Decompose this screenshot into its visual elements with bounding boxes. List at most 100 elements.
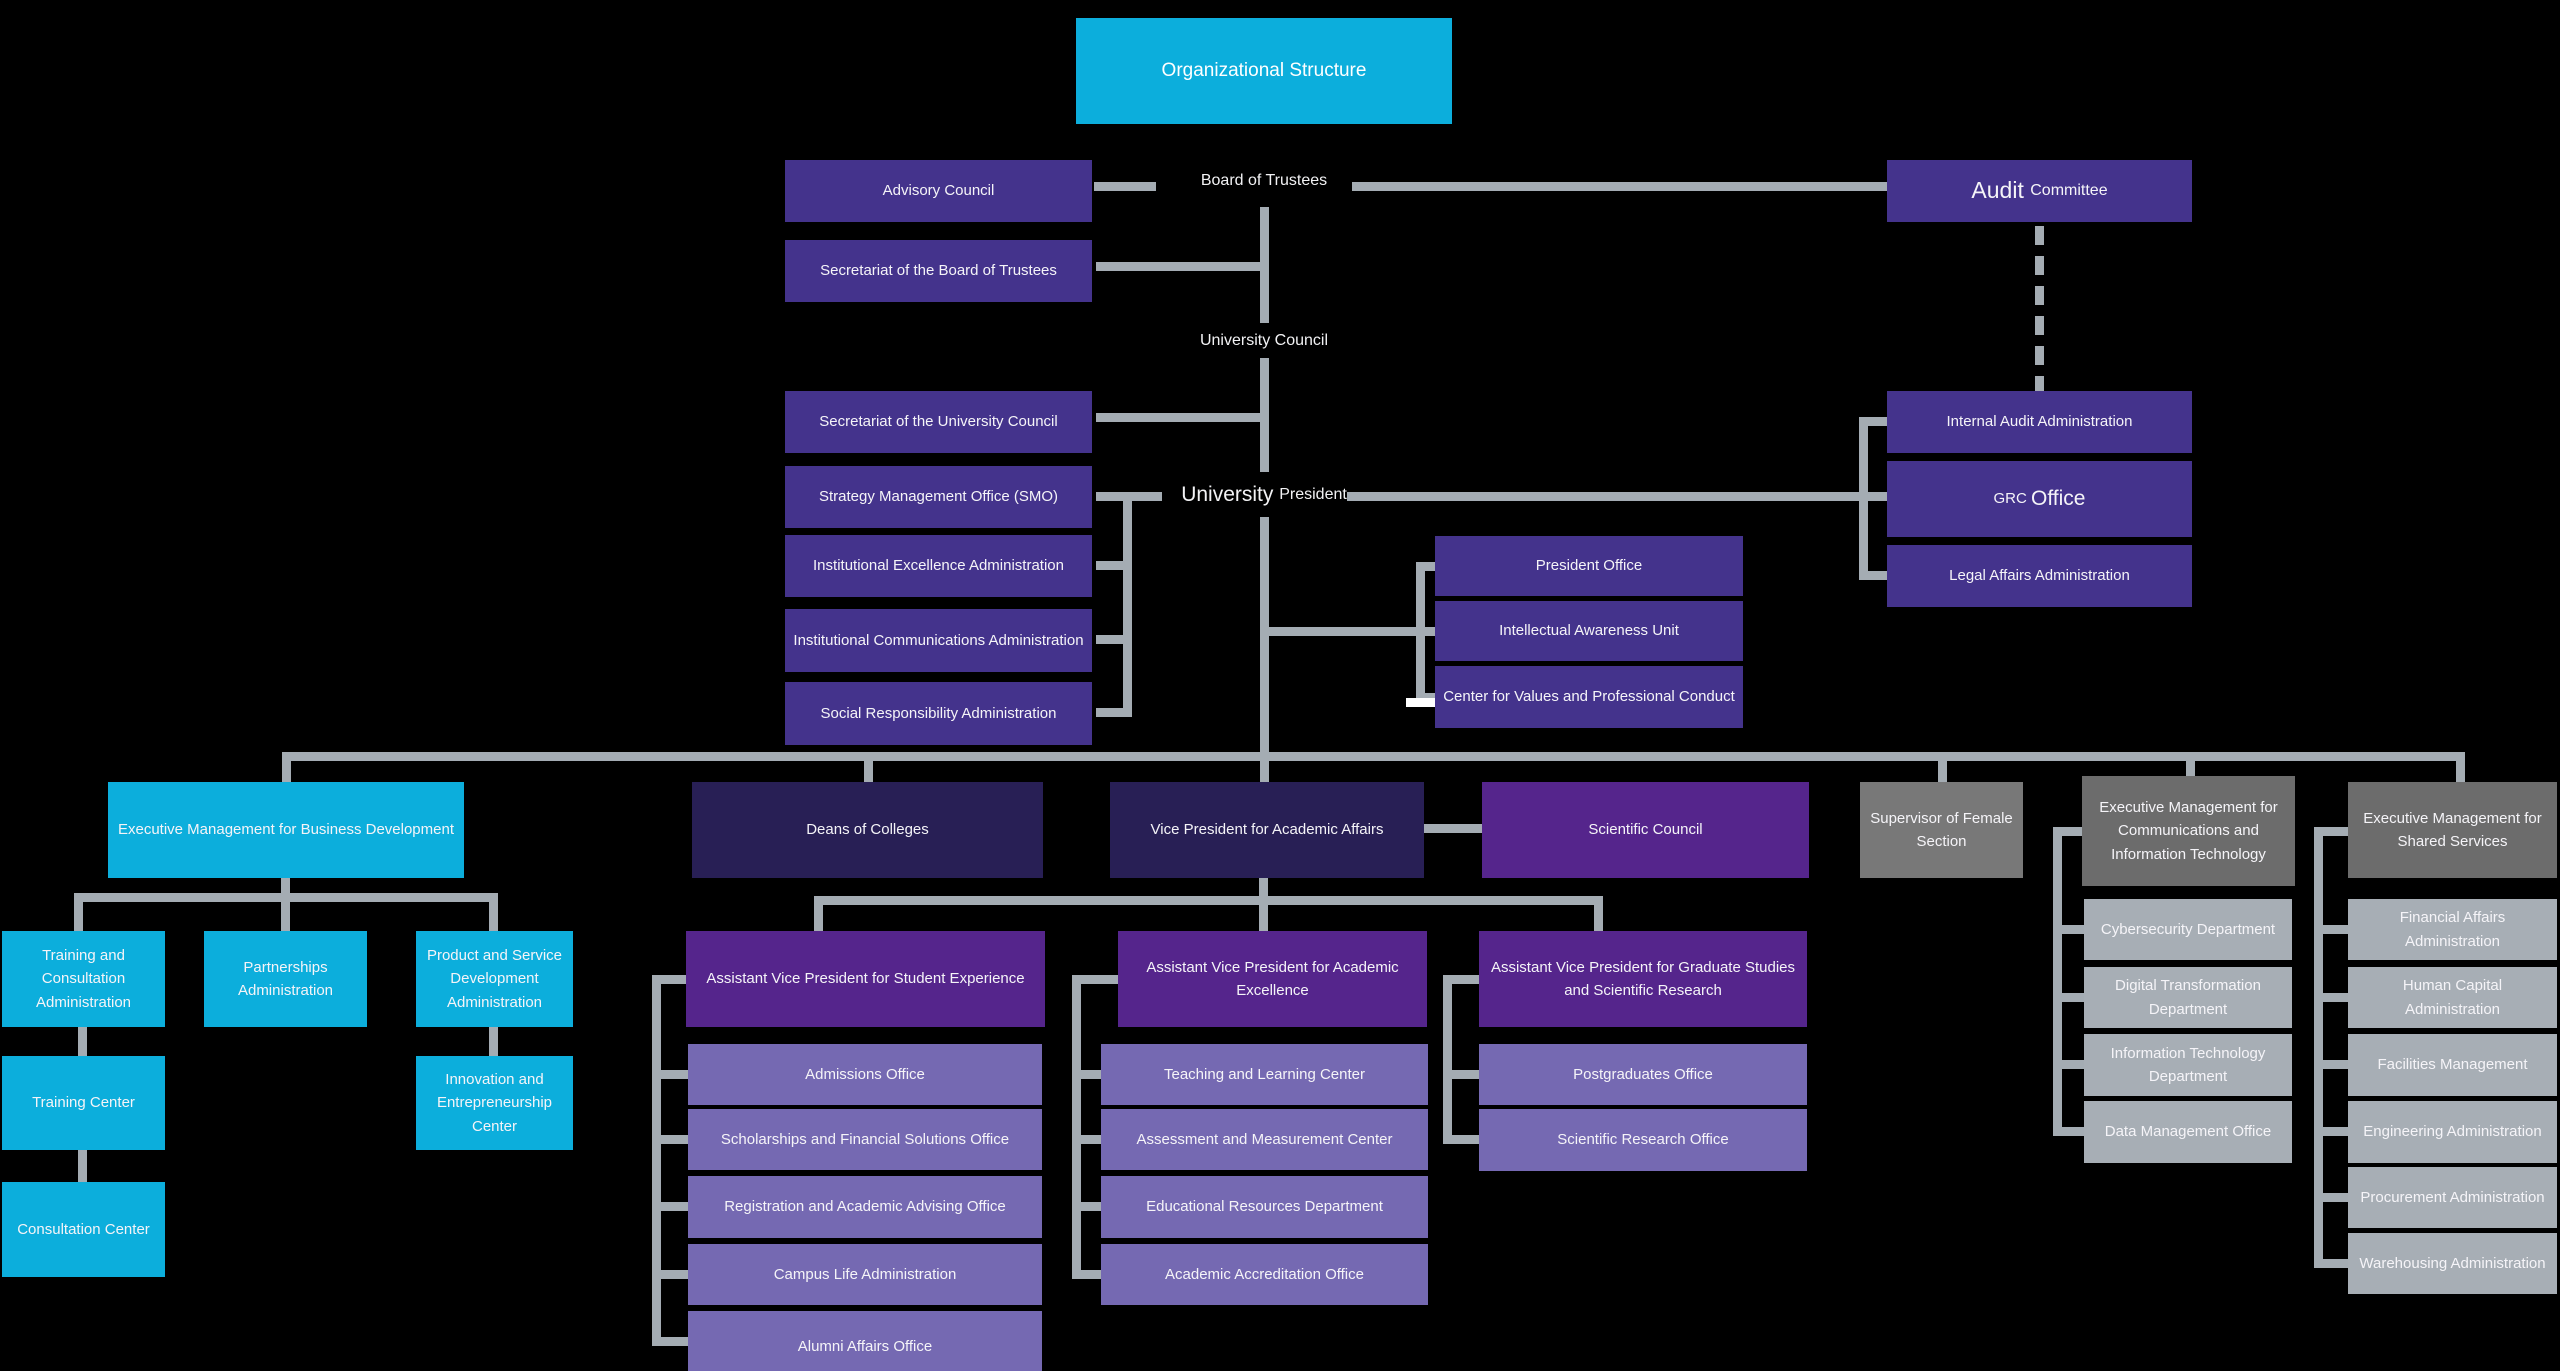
connector-line [281,878,290,931]
connector-line [2314,827,2348,836]
university-president-label-part: University [1181,483,1280,506]
connector-line [1096,708,1132,717]
connector-line [78,1027,87,1056]
university-president-label: University President [1094,478,1434,512]
training-center: Training Center [2,1056,165,1150]
academic-accreditation-office: Academic Accreditation Office [1101,1244,1428,1305]
innovation-entrepreneurship-center: Innovation and Entrepreneurship Center [416,1056,573,1150]
connector-line [1094,182,1156,191]
assessment-measurement-center: Assessment and Measurement Center [1101,1109,1428,1170]
connector-line [1072,1270,1101,1279]
educational-resources-department: Educational Resources Department [1101,1176,1428,1238]
avp-student-experience: Assistant Vice President for Student Exp… [686,931,1045,1027]
executive-management-business-development: Executive Management for Business Develo… [108,782,464,878]
training-consultation-administration: Training and Consultation Administration [2,931,165,1027]
connector-line [1259,878,1268,931]
digital-transformation-department: Digital Transformation Department [2084,967,2292,1028]
center-values-professional-conduct: Center for Values and Professional Condu… [1435,666,1743,728]
university-president-label-part: President [1279,486,1347,503]
connector-line [2314,1259,2348,1268]
connector-line [282,752,2465,761]
connector-line [1859,492,1887,501]
page-title: Organizational Structure [1076,18,1452,124]
connector-line [74,893,83,931]
financial-affairs-administration: Financial Affairs Administration [2348,899,2557,960]
connector-line [814,896,823,931]
connector-line [1594,896,1603,931]
legal-affairs-administration: Legal Affairs Administration [1887,545,2192,607]
connector-line [1347,492,1868,501]
connector-line [2053,827,2082,836]
data-management-office: Data Management Office [2084,1101,2292,1163]
admissions-office: Admissions Office [688,1044,1042,1105]
connector-line [652,1337,688,1346]
deans-of-colleges: Deans of Colleges [692,782,1043,878]
connector-line [2314,925,2348,934]
scientific-research-office: Scientific Research Office [1479,1109,1807,1171]
audit-committee: Audit Committee [1887,160,2192,222]
internal-audit-administration: Internal Audit Administration [1887,391,2192,453]
postgraduates-office: Postgraduates Office [1479,1044,1807,1105]
connector-line [2314,993,2348,1002]
connector-line [2053,827,2062,1136]
connector-line [1072,975,1118,984]
connector-line [1859,571,1887,580]
connector-line [1123,492,1132,717]
connector-line [1260,358,1269,472]
social-responsibility-administration: Social Responsibility Administration [785,682,1092,745]
strategy-management-office: Strategy Management Office (SMO) [785,466,1092,528]
audit-committee-label-part: Committee [2030,181,2108,199]
connector-line [1859,417,1887,426]
connector-line [1260,207,1269,323]
scholarships-financial-solutions-office: Scholarships and Financial Solutions Off… [688,1109,1042,1170]
procurement-administration: Procurement Administration [2348,1167,2557,1228]
avp-academic-excellence: Assistant Vice President for Academic Ex… [1118,931,1427,1027]
connector-line [1443,1070,1479,1079]
connector-line [489,893,498,931]
institutional-excellence-administration: Institutional Excellence Administration [785,535,1092,597]
partnerships-administration: Partnerships Administration [204,931,367,1027]
connector-line [2456,752,2465,782]
connector-line [2053,993,2084,1002]
board-of-trustees-label: Board of Trustees [1200,172,1328,189]
connector-line [1352,182,1887,191]
connector-line [1424,824,1482,833]
secretariat-board-of-trustees: Secretariat of the Board of Trustees [785,240,1092,302]
engineering-administration: Engineering Administration [2348,1101,2557,1163]
connector-line [2053,925,2084,934]
connector-line [78,1150,87,1182]
president-office: President Office [1435,536,1743,596]
registration-academic-advising-office: Registration and Academic Advising Offic… [688,1176,1042,1238]
dashed-connector-line [2035,226,2044,391]
human-capital-administration: Human Capital Administration [2348,967,2557,1028]
alumni-affairs-office: Alumni Affairs Office [688,1311,1042,1371]
connector-line [2314,1060,2348,1069]
connector-line [2314,1193,2348,1202]
connector-line [2053,1127,2084,1136]
institutional-communications-administration: Institutional Communications Administrat… [785,609,1092,672]
executive-management-shared-services: Executive Management for Shared Services [2348,782,2557,878]
connector-line [864,752,873,782]
connector-line [652,1070,688,1079]
executive-management-communications-it: Executive Management for Communications … [2082,776,2295,886]
connector-line [652,975,686,984]
connector-line [1416,562,1425,702]
facilities-management: Facilities Management [2348,1034,2557,1096]
intellectual-awareness-unit: Intellectual Awareness Unit [1435,601,1743,661]
connector-line [1072,1202,1101,1211]
consultation-center: Consultation Center [2,1182,165,1277]
connector-line [1072,1070,1101,1079]
supervisor-female-section: Supervisor of Female Section [1860,782,2023,878]
connector-line [1260,517,1269,782]
audit-committee-label-part: Audit [1971,177,2031,204]
connector-line [1859,417,1868,580]
connector-line [1938,752,1947,782]
connector-line [652,1135,688,1144]
connector-line [1443,975,1452,1144]
vice-president-academic-affairs: Vice President for Academic Affairs [1110,782,1424,878]
connector-line [1096,561,1132,570]
connector-line [814,896,1603,905]
connector-line [1416,693,1435,702]
campus-life-administration: Campus Life Administration [688,1244,1042,1305]
